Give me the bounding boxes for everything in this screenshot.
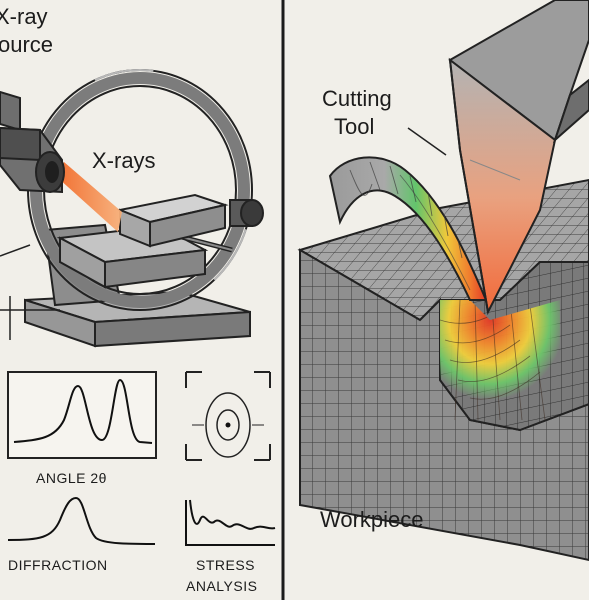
stress-pattern-panel [185, 371, 271, 461]
heat-zone [440, 300, 560, 420]
cutting-tool-label-line2: Tool [334, 114, 375, 139]
xray-tube [0, 90, 65, 194]
stress-label-line2: ANALYSIS [186, 578, 258, 594]
workpiece-label: Workpiece [320, 507, 424, 532]
cutting-tool-leader [407, 127, 447, 156]
diffraction-plot [7, 371, 157, 459]
xrd-setup-illustration [0, 69, 264, 348]
xray-source-label-line2: ource [0, 32, 54, 57]
diffraction-label: DIFFRACTION [8, 557, 108, 573]
leader-line-left [0, 244, 31, 257]
sample-specimen [116, 193, 229, 248]
cutting-tool [448, 0, 589, 316]
ring-knob [229, 199, 264, 227]
stress-label-line1: STRESS [196, 557, 256, 573]
cutting-tool-label-line1: Cutting [322, 86, 392, 111]
xrays-label: X-rays [92, 148, 156, 173]
stress-decay-curve [185, 499, 276, 546]
machining-illustration [297, 0, 589, 562]
xray-beam [58, 162, 122, 232]
diffraction-peak-curve [7, 496, 156, 545]
angle-label: ANGLE 2θ [36, 470, 107, 486]
xray-source-label-line1: X-ray [0, 4, 48, 29]
